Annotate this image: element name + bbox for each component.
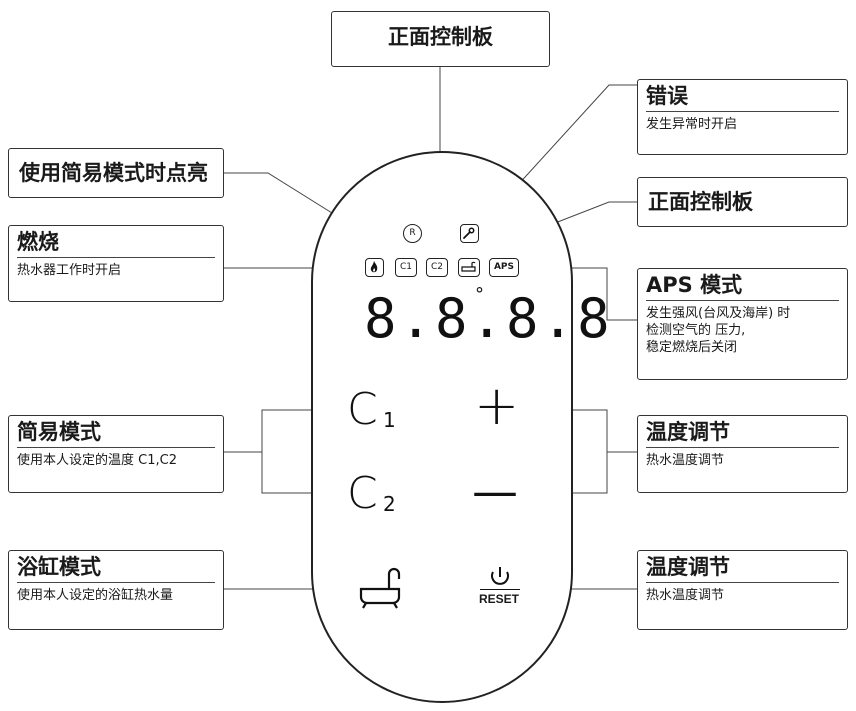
callout-burn-desc: 热水器工作时开启 bbox=[17, 263, 122, 278]
callout-simple-mode-title: 简易模式 bbox=[17, 420, 101, 444]
minus-button[interactable]: — bbox=[472, 464, 522, 518]
c2-indicator-label: C2 bbox=[430, 262, 443, 272]
control-panel bbox=[311, 151, 573, 703]
r-icon: R bbox=[403, 224, 422, 243]
callout-error: 错误 发生异常时开启 bbox=[637, 79, 848, 155]
callout-front-panel-title: 正面控制板 bbox=[648, 190, 753, 214]
callout-simple-light-title: 使用简易模式时点亮 bbox=[19, 161, 208, 185]
bath-indicator-icon bbox=[458, 258, 480, 277]
c2-button-sub: 2 bbox=[383, 492, 396, 516]
callout-bath-mode: 浴缸模式 使用本人设定的浴缸热水量 bbox=[8, 550, 224, 630]
callout-burn-title: 燃烧 bbox=[17, 230, 59, 254]
top-label-box: 正面控制板 bbox=[331, 11, 550, 67]
callout-bath-mode-title: 浴缸模式 bbox=[17, 555, 101, 579]
callout-aps-desc-line: 发生强风(台风及海岸) 时 bbox=[646, 306, 791, 321]
callout-error-title: 错误 bbox=[646, 84, 688, 108]
reset-button[interactable]: RESET bbox=[478, 565, 522, 615]
callout-temp-adjust-2-desc: 热水温度调节 bbox=[646, 588, 725, 603]
callout-burn: 燃烧 热水器工作时开启 bbox=[8, 225, 224, 302]
c2-button-letter: C bbox=[347, 468, 378, 519]
wrench-icon bbox=[460, 224, 479, 243]
callout-aps-desc: 发生强风(台风及海岸) 时 检测空气的 压力, 稳定燃烧后关闭 bbox=[638, 301, 847, 360]
callout-aps-desc-line: 检测空气的 压力, bbox=[646, 323, 746, 338]
callout-aps: APS 模式 发生强风(台风及海岸) 时 检测空气的 压力, 稳定燃烧后关闭 bbox=[637, 268, 848, 380]
callout-bath-mode-rule bbox=[17, 582, 215, 583]
callout-error-rule bbox=[646, 111, 839, 112]
callout-simple-light: 使用简易模式时点亮 bbox=[8, 148, 224, 198]
reset-divider bbox=[480, 589, 520, 590]
callout-burn-rule bbox=[17, 257, 215, 258]
callout-simple-mode-rule bbox=[17, 447, 215, 448]
c1-button-letter: C bbox=[347, 384, 378, 435]
flame-icon bbox=[365, 258, 384, 277]
callout-error-desc: 发生异常时开启 bbox=[646, 117, 738, 132]
callout-simple-mode: 简易模式 使用本人设定的温度 C1,C2 bbox=[8, 415, 224, 493]
c1-indicator: C1 bbox=[395, 258, 417, 277]
c1-indicator-label: C1 bbox=[399, 262, 412, 272]
reset-label: RESET bbox=[479, 592, 520, 606]
top-label: 正面控制板 bbox=[388, 25, 493, 49]
callout-aps-title: APS 模式 bbox=[646, 273, 743, 297]
callout-temp-adjust-2-rule bbox=[646, 582, 839, 583]
aps-indicator-label: APS bbox=[493, 262, 515, 272]
bath-button[interactable] bbox=[355, 565, 407, 609]
minus-button-label: — bbox=[472, 464, 518, 518]
plus-button[interactable]: + bbox=[472, 374, 522, 437]
degree-symbol: ° bbox=[475, 284, 484, 305]
callout-temp-adjust-1: 温度调节 热水温度调节 bbox=[637, 415, 848, 493]
callout-aps-desc-line: 稳定燃烧后关闭 bbox=[646, 340, 738, 355]
callout-temp-adjust-1-rule bbox=[646, 447, 839, 448]
callout-temp-adjust-1-desc: 热水温度调节 bbox=[646, 453, 725, 468]
callout-front-panel: 正面控制板 bbox=[637, 177, 848, 227]
r-indicator-label: R bbox=[409, 228, 416, 238]
plus-button-label: + bbox=[474, 374, 520, 437]
callout-bath-mode-desc: 使用本人设定的浴缸热水量 bbox=[17, 588, 174, 603]
segment-display: 8.8.8.8 bbox=[364, 287, 613, 350]
callout-aps-rule bbox=[646, 300, 839, 301]
callout-temp-adjust-2: 温度调节 热水温度调节 bbox=[637, 550, 848, 630]
c2-indicator: C2 bbox=[426, 258, 448, 277]
aps-indicator: APS bbox=[489, 258, 519, 277]
callout-temp-adjust-1-title: 温度调节 bbox=[646, 420, 730, 444]
bathtub-icon bbox=[359, 567, 401, 609]
callout-simple-mode-desc: 使用本人设定的温度 C1,C2 bbox=[17, 453, 177, 468]
c2-button[interactable]: C 2 bbox=[347, 468, 407, 519]
callout-temp-adjust-2-title: 温度调节 bbox=[646, 555, 730, 579]
c1-button-sub: 1 bbox=[383, 408, 396, 432]
power-icon bbox=[491, 567, 509, 585]
c1-button[interactable]: C 1 bbox=[347, 384, 407, 435]
